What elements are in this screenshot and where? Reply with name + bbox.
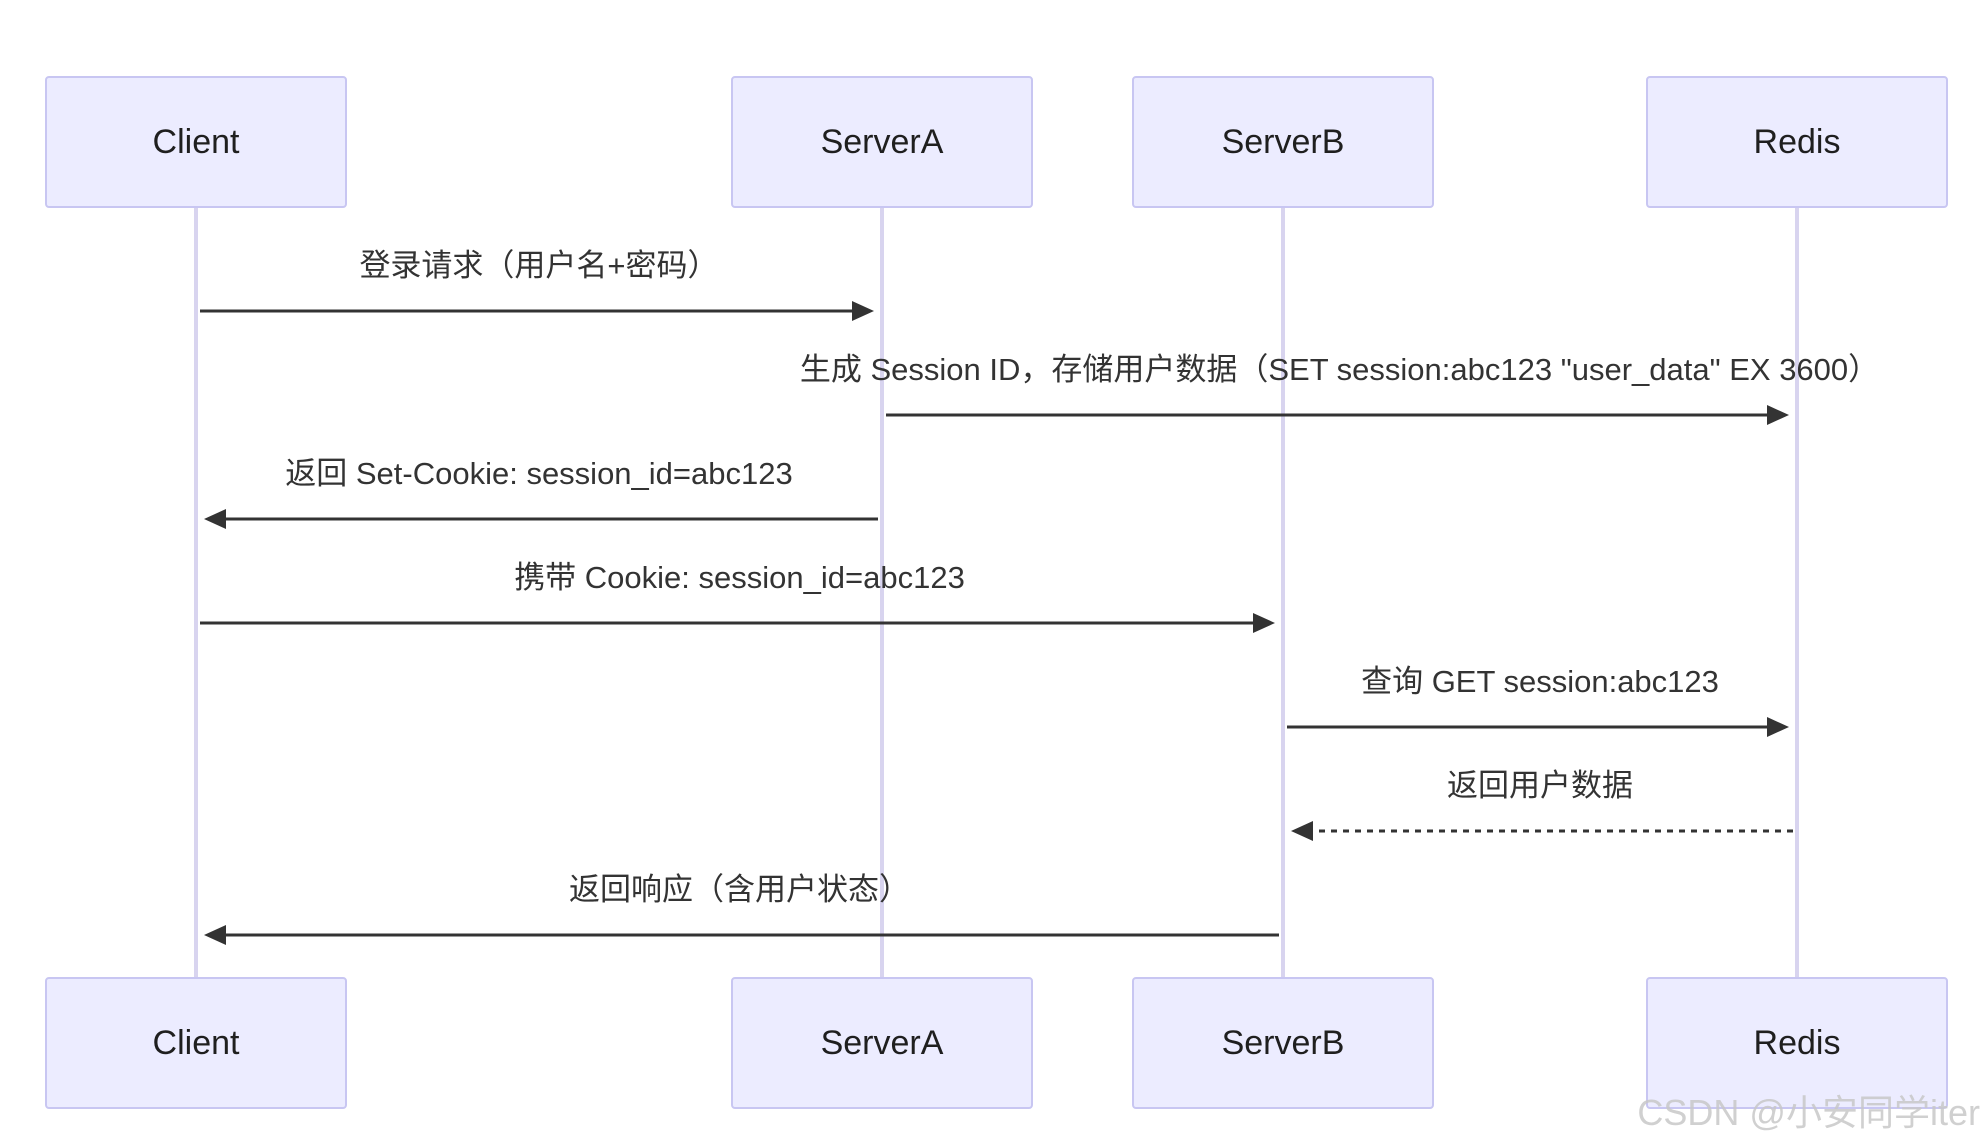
actor-label: Redis xyxy=(1754,1024,1841,1062)
message-label: 生成 Session ID，存储用户数据（SET session:abc123 … xyxy=(800,352,1879,387)
actor-serverA-top: ServerA xyxy=(731,76,1033,208)
message-4: 携带 Cookie: session_id=abc123 xyxy=(200,560,1275,633)
actors-top: Client ServerA ServerB Redis xyxy=(45,76,1948,208)
actor-redis-bottom: Redis xyxy=(1646,977,1948,1109)
actor-box xyxy=(1646,76,1948,208)
actor-serverB-bottom: ServerB xyxy=(1132,977,1434,1109)
arrowhead-icon xyxy=(1767,717,1789,737)
actor-box xyxy=(1132,977,1434,1109)
message-label: 登录请求（用户名+密码） xyxy=(359,248,718,283)
message-label: 返回 Set-Cookie: session_id=abc123 xyxy=(285,456,792,491)
arrowhead-icon xyxy=(204,509,226,529)
actor-label: ServerA xyxy=(821,1024,944,1062)
actor-redis-top: Redis xyxy=(1646,76,1948,208)
arrowhead-icon xyxy=(852,301,874,321)
arrowhead-icon xyxy=(1767,405,1789,425)
actor-box xyxy=(731,76,1033,208)
arrowhead-icon xyxy=(1253,613,1275,633)
actor-box xyxy=(1646,977,1948,1109)
message-label: 查询 GET session:abc123 xyxy=(1361,664,1719,699)
message-6: 返回用户数据 xyxy=(1291,768,1793,841)
message-2: 生成 Session ID，存储用户数据（SET session:abc123 … xyxy=(800,352,1879,425)
message-label: 返回用户数据 xyxy=(1447,768,1633,803)
actor-label: Client xyxy=(153,123,240,161)
message-7: 返回响应（含用户状态） xyxy=(204,872,1279,945)
actor-label: Redis xyxy=(1754,123,1841,161)
actor-client-top: Client xyxy=(45,76,347,208)
message-3: 返回 Set-Cookie: session_id=abc123 xyxy=(204,456,878,529)
message-label: 返回响应（含用户状态） xyxy=(569,872,910,907)
actor-serverB-top: ServerB xyxy=(1132,76,1434,208)
messages: 登录请求（用户名+密码） 生成 Session ID，存储用户数据（SET ses… xyxy=(200,248,1879,945)
actor-serverA-bottom: ServerA xyxy=(731,977,1033,1109)
actor-box xyxy=(731,977,1033,1109)
message-label: 携带 Cookie: session_id=abc123 xyxy=(514,560,965,595)
actor-label: ServerB xyxy=(1222,1024,1345,1062)
lifelines xyxy=(194,207,1799,978)
actor-box xyxy=(1132,76,1434,208)
actor-label: Client xyxy=(153,1024,240,1062)
arrowhead-icon xyxy=(204,925,226,945)
actor-box xyxy=(45,76,347,208)
actor-label: ServerB xyxy=(1222,123,1345,161)
message-1: 登录请求（用户名+密码） xyxy=(200,248,874,321)
message-5: 查询 GET session:abc123 xyxy=(1287,664,1789,737)
actors-bottom: Client ServerA ServerB Redis xyxy=(45,977,1948,1109)
actor-client-bottom: Client xyxy=(45,977,347,1109)
actor-box xyxy=(45,977,347,1109)
watermark-text: CSDN @小安同学iter xyxy=(1637,1092,1980,1133)
arrowhead-icon xyxy=(1291,821,1313,841)
actor-label: ServerA xyxy=(821,123,944,161)
